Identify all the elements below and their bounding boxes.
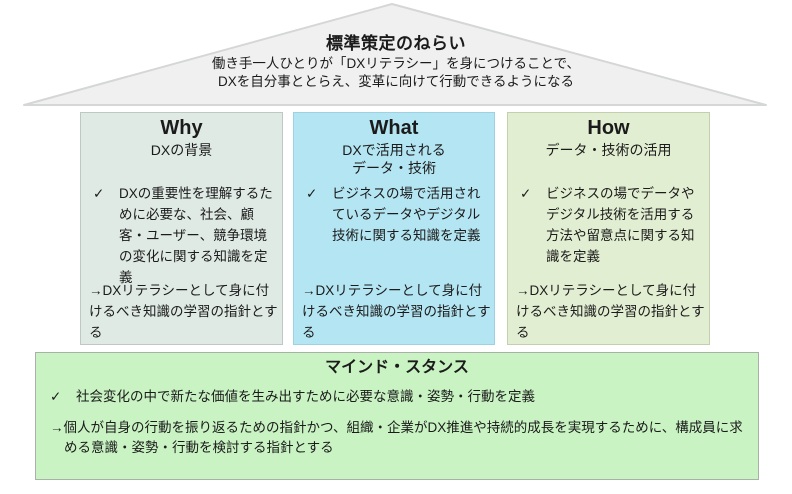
roof-subtitle-line-2: DXを自分事ととらえ、変革に向けて行動できるようになる (218, 74, 574, 89)
how-guideline: →DXリテラシーとして身に付けるべき知識の学習の指針とする (516, 283, 705, 340)
what-bullet-text: ビジネスの場で活用されているデータやデジタル技術に関する知識を定義 (332, 186, 481, 243)
mind-stance-bullet: ✓ 社会変化の中で新たな価値を生み出すために必要な意識・姿勢・行動を定義 (50, 387, 748, 407)
what-bullet: ✓ ビジネスの場で活用されているデータやデジタル技術に関する知識を定義 (306, 183, 489, 246)
why-pillar: Why DXの背景 ✓ DXの重要性を理解するために必要な、社会、顧客・ユーザー… (80, 112, 283, 345)
what-subheader-line-1: DXで活用される (342, 142, 446, 158)
how-pillar: How データ・技術の活用 ✓ ビジネスの場でデータやデジタル技術を活用する方法… (507, 112, 710, 345)
roof-subtitle: 働き手一人ひとりが「DXリテラシー」を身につけることで、 DXを自分事ととらえ、… (0, 55, 792, 91)
mind-stance-panel: マインド・スタンス ✓ 社会変化の中で新たな価値を生み出すために必要な意識・姿勢… (35, 352, 759, 480)
why-bullet-text: DXの重要性を理解するために必要な、社会、顧客・ユーザー、競争環境の変化に関する… (119, 186, 273, 285)
how-bullet-text: ビジネスの場でデータやデジタル技術を活用する方法や留意点に関する知識を定義 (546, 186, 695, 264)
roof-triangle (23, 3, 767, 106)
check-icon: ✓ (520, 186, 532, 201)
why-header: Why (160, 117, 203, 139)
check-icon: ✓ (93, 186, 105, 201)
why-guideline: →DXリテラシーとして身に付けるべき知識の学習の指針とする (89, 283, 278, 340)
why-bullet: ✓ DXの重要性を理解するために必要な、社会、顧客・ユーザー、競争環境の変化に関… (93, 183, 277, 288)
why-subheader: DXの背景 (150, 142, 213, 158)
how-header: How (587, 117, 630, 139)
what-subheader-line-2: データ・技術 (352, 160, 436, 176)
what-guideline: →DXリテラシーとして身に付けるべき知識の学習の指針とする (302, 283, 491, 340)
roof-shape (23, 3, 767, 106)
check-icon: ✓ (50, 389, 62, 404)
check-icon: ✓ (306, 186, 318, 201)
how-bullet: ✓ ビジネスの場でデータやデジタル技術を活用する方法や留意点に関する知識を定義 (520, 183, 704, 267)
roof-subtitle-line-1: 働き手一人ひとりが「DXリテラシー」を身につけることで、 (211, 56, 581, 71)
roof-title: 標準策定のねらい (326, 34, 466, 53)
how-subheader: データ・技術の活用 (545, 142, 672, 158)
mind-stance-guideline: →個人が自身の行動を振り返るための指針かつ、組織・企業がDX推進や持続的成長を実… (50, 420, 743, 455)
what-subheader: DXで活用される データ・技術 (294, 141, 494, 177)
what-pillar: What DXで活用される データ・技術 ✓ ビジネスの場で活用されているデータ… (293, 112, 495, 345)
mind-stance-bullet-text: 社会変化の中で新たな価値を生み出すために必要な意識・姿勢・行動を定義 (76, 389, 535, 404)
mind-stance-title: マインド・スタンス (325, 359, 469, 376)
what-header: What (369, 117, 419, 139)
